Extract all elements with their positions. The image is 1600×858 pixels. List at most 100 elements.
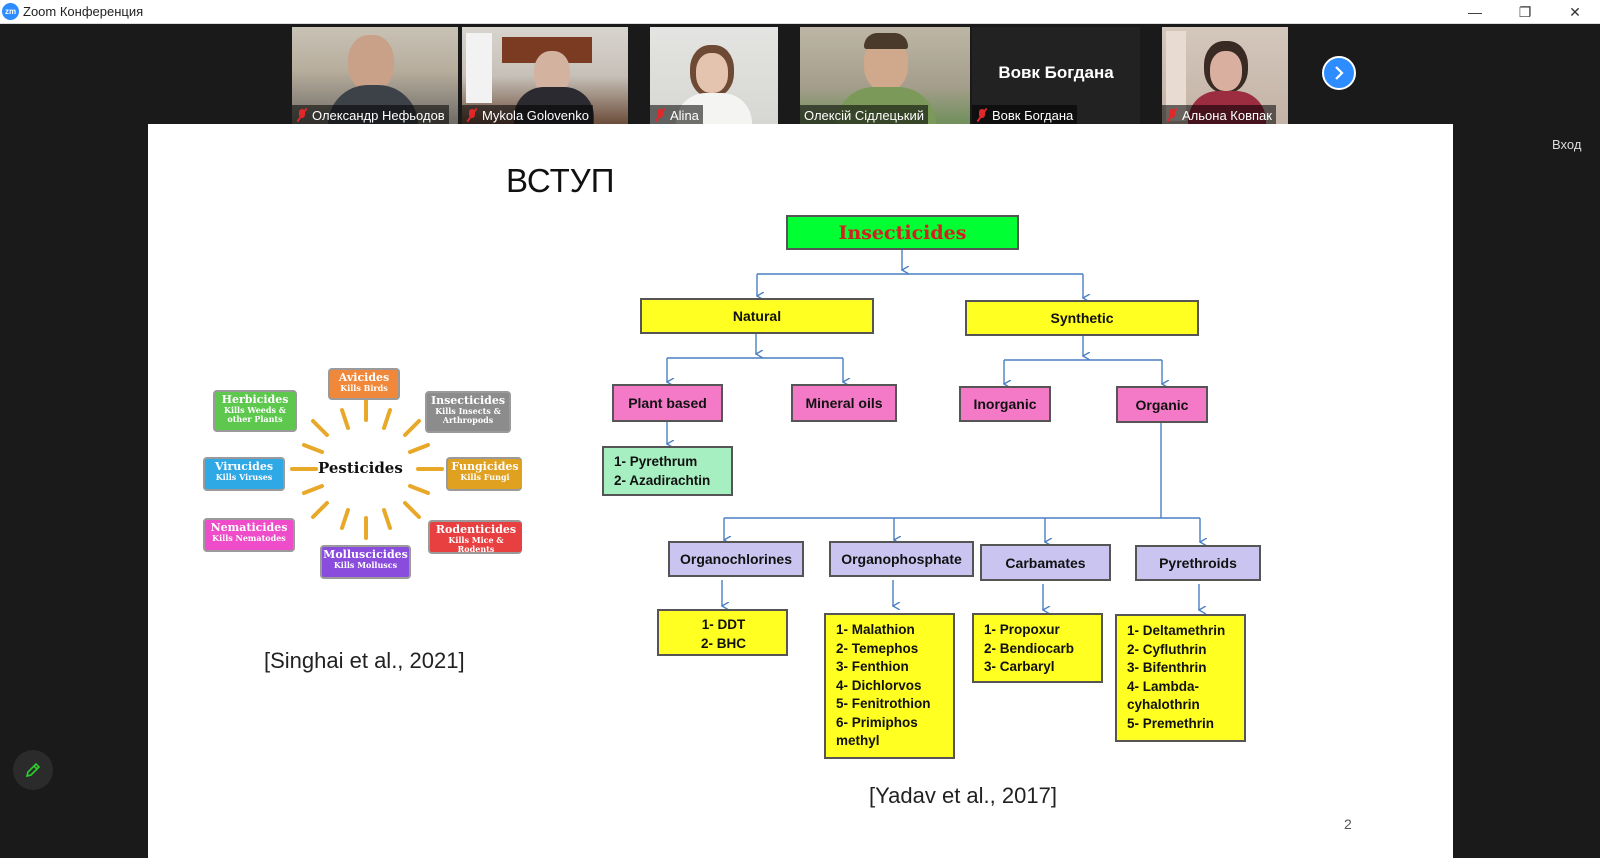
participant-tile[interactable]: Олександр Нефьодов bbox=[292, 27, 458, 125]
mic-muted-icon bbox=[466, 108, 478, 122]
mic-muted-icon bbox=[976, 108, 988, 122]
participant-tile-active[interactable]: Олексій Сідлецький bbox=[800, 27, 970, 125]
tree-root-insecticides: Insecticides bbox=[786, 215, 1019, 250]
citation-right: [Yadav et al., 2017] bbox=[869, 783, 1057, 808]
window-title: Zoom Конференция bbox=[23, 4, 144, 19]
chevron-right-icon bbox=[1335, 66, 1344, 80]
pesticide-name: Molluscicides bbox=[323, 548, 408, 561]
participant-display-name: Вовк Богдана bbox=[998, 63, 1114, 82]
participant-name: Вовк Богдана bbox=[992, 107, 1074, 123]
tree-node-pyrethroids: Pyrethroids bbox=[1135, 545, 1261, 581]
list-item: 2- Temephos bbox=[836, 640, 919, 656]
list-item: 2- Cyfluthrin bbox=[1127, 641, 1207, 657]
pesticide-sub: Kills Viruses bbox=[215, 472, 273, 483]
pesticide-name: Insecticides bbox=[430, 394, 506, 407]
restore-button[interactable]: ❐ bbox=[1518, 3, 1532, 20]
participant-name-bar: Вовк Богдана bbox=[972, 105, 1078, 125]
participant-name: Олексій Сідлецький bbox=[804, 107, 924, 123]
tree-node-synthetic: Synthetic bbox=[965, 300, 1199, 336]
list-item: 3- Bifenthrin bbox=[1127, 660, 1207, 675]
tree-node-organophosphate: Organophosphate bbox=[829, 541, 974, 577]
slide-title: ВСТУП bbox=[506, 162, 615, 199]
citation-left: [Singhai et al., 2021] bbox=[264, 648, 465, 673]
pesticide-herbicides: Herbicides Kills Weeds & other Plants bbox=[213, 390, 297, 432]
participant-name: Альона Ковпак bbox=[1182, 107, 1272, 123]
tree-node-inorganic: Inorganic bbox=[959, 386, 1051, 422]
tree-node-organic: Organic bbox=[1116, 386, 1208, 423]
pencil-icon bbox=[25, 762, 41, 778]
side-label: Вход bbox=[1552, 137, 1582, 152]
tree-node-plant-based: Plant based bbox=[612, 384, 723, 422]
window-titlebar: zm Zoom Конференция — ❐ ✕ bbox=[0, 0, 1600, 24]
pesticide-molluscicides: Molluscicides Kills Molluscs bbox=[320, 545, 411, 579]
pesticide-fungicides: Fungicides Kills Fungi bbox=[446, 457, 522, 491]
mic-muted-icon bbox=[1166, 108, 1178, 122]
tree-node-organochlorines: Organochlorines bbox=[668, 541, 804, 577]
participant-tile[interactable]: Альона Ковпак bbox=[1162, 27, 1288, 125]
list-item: 3- Carbaryl bbox=[984, 659, 1055, 674]
participant-name-bar: Альона Ковпак bbox=[1162, 105, 1276, 125]
participant-tile[interactable]: Mykola Golovenko bbox=[462, 27, 628, 125]
pesticide-name: Avicides bbox=[338, 371, 390, 384]
pesticide-name: Rodenticides bbox=[435, 523, 517, 536]
participant-name: Mykola Golovenko bbox=[482, 107, 589, 123]
pesticide-insecticides: Insecticides Kills Insects & Arthropods bbox=[425, 391, 511, 433]
participant-name-bar: Mykola Golovenko bbox=[462, 105, 593, 125]
pesticide-rodenticides: Rodenticides Kills Mice & Rodents bbox=[428, 520, 522, 554]
pesticide-name: Herbicides bbox=[221, 393, 289, 406]
participant-name-bar: Alina bbox=[650, 105, 703, 125]
list-item: 1- Malathion bbox=[836, 622, 915, 637]
pesticide-sub: Kills Weeds & other Plants bbox=[224, 405, 286, 424]
pesticide-name: Virucides bbox=[214, 460, 274, 473]
pesticide-virucides: Virucides Kills Viruses bbox=[203, 457, 285, 491]
participant-video bbox=[650, 27, 778, 125]
pesticide-sub: Kills Mice & Rodents bbox=[448, 535, 504, 554]
list-item: 2- Bendiocarb bbox=[984, 640, 1075, 656]
list-item: 4- Dichlorvos bbox=[836, 677, 922, 693]
list-item: 4- Lambda- bbox=[1127, 678, 1200, 694]
list-item: 2- BHC bbox=[700, 635, 746, 651]
participant-name: Олександр Нефьодов bbox=[312, 107, 445, 123]
pesticide-avicides: Avicides Kills Birds bbox=[328, 368, 400, 400]
mic-muted-icon bbox=[296, 108, 308, 122]
pesticide-name: Nematicides bbox=[210, 521, 288, 534]
pesticide-sub: Kills Insects & Arthropods bbox=[435, 406, 501, 425]
pesticide-sub: Kills Fungi bbox=[460, 472, 510, 483]
list-item: 2- Azadirachtin bbox=[614, 472, 711, 488]
pesticides-center-label: Pesticides bbox=[318, 459, 403, 477]
tree-node-natural: Natural bbox=[640, 298, 874, 334]
participant-tile[interactable]: Вовк Богдана Вовк Богдана bbox=[972, 27, 1140, 125]
tree-node-mineral-oils: Mineral oils bbox=[791, 384, 897, 422]
annotate-button[interactable] bbox=[13, 750, 53, 790]
list-item: methyl bbox=[836, 733, 880, 748]
plant-based-list: 1- Pyrethrum 2- Azadirachtin bbox=[602, 446, 733, 496]
list-item: 1- Deltamethrin bbox=[1127, 623, 1226, 638]
gallery-next-button[interactable] bbox=[1322, 56, 1356, 90]
list-item: 1- Propoxur bbox=[984, 622, 1060, 637]
carbamates-list: 1- Propoxur 2- Bendiocarb 3- Carbaryl bbox=[972, 613, 1103, 683]
close-button[interactable]: ✕ bbox=[1569, 3, 1581, 20]
pesticide-sub: Kills Birds bbox=[340, 383, 388, 394]
pesticide-name: Fungicides bbox=[451, 460, 519, 473]
list-item: cyhalothrin bbox=[1127, 697, 1200, 712]
organochlorines-list: 1- DDT 2- BHC bbox=[657, 609, 788, 656]
pesticide-nematicides: Nematicides Kills Nematodes bbox=[203, 518, 295, 552]
participant-name-bar: Олексій Сідлецький bbox=[800, 105, 928, 125]
list-item: 1- Pyrethrum bbox=[614, 454, 698, 469]
list-item: 6- Primiphos bbox=[836, 714, 918, 730]
organophosphate-list: 1- Malathion 2- Temephos 3- Fenthion 4- … bbox=[824, 613, 955, 759]
pesticide-sub: Kills Nematodes bbox=[212, 533, 286, 544]
pesticide-sub: Kills Molluscs bbox=[333, 560, 398, 571]
zoom-logo-icon: zm bbox=[2, 3, 19, 20]
tree-node-carbamates: Carbamates bbox=[980, 544, 1111, 581]
participant-name: Alina bbox=[670, 107, 699, 123]
participant-tile[interactable]: Alina bbox=[650, 27, 778, 125]
participant-name-bar: Олександр Нефьодов bbox=[292, 105, 449, 125]
mic-muted-icon bbox=[654, 108, 666, 122]
list-item: 5- Fenitrothion bbox=[836, 696, 931, 711]
minimize-button[interactable]: — bbox=[1468, 4, 1482, 20]
slide-page-number: 2 bbox=[1344, 816, 1352, 832]
list-item: 5- Premethrin bbox=[1127, 715, 1215, 731]
list-item: 3- Fenthion bbox=[836, 659, 909, 674]
list-item: 1- DDT bbox=[701, 617, 746, 632]
